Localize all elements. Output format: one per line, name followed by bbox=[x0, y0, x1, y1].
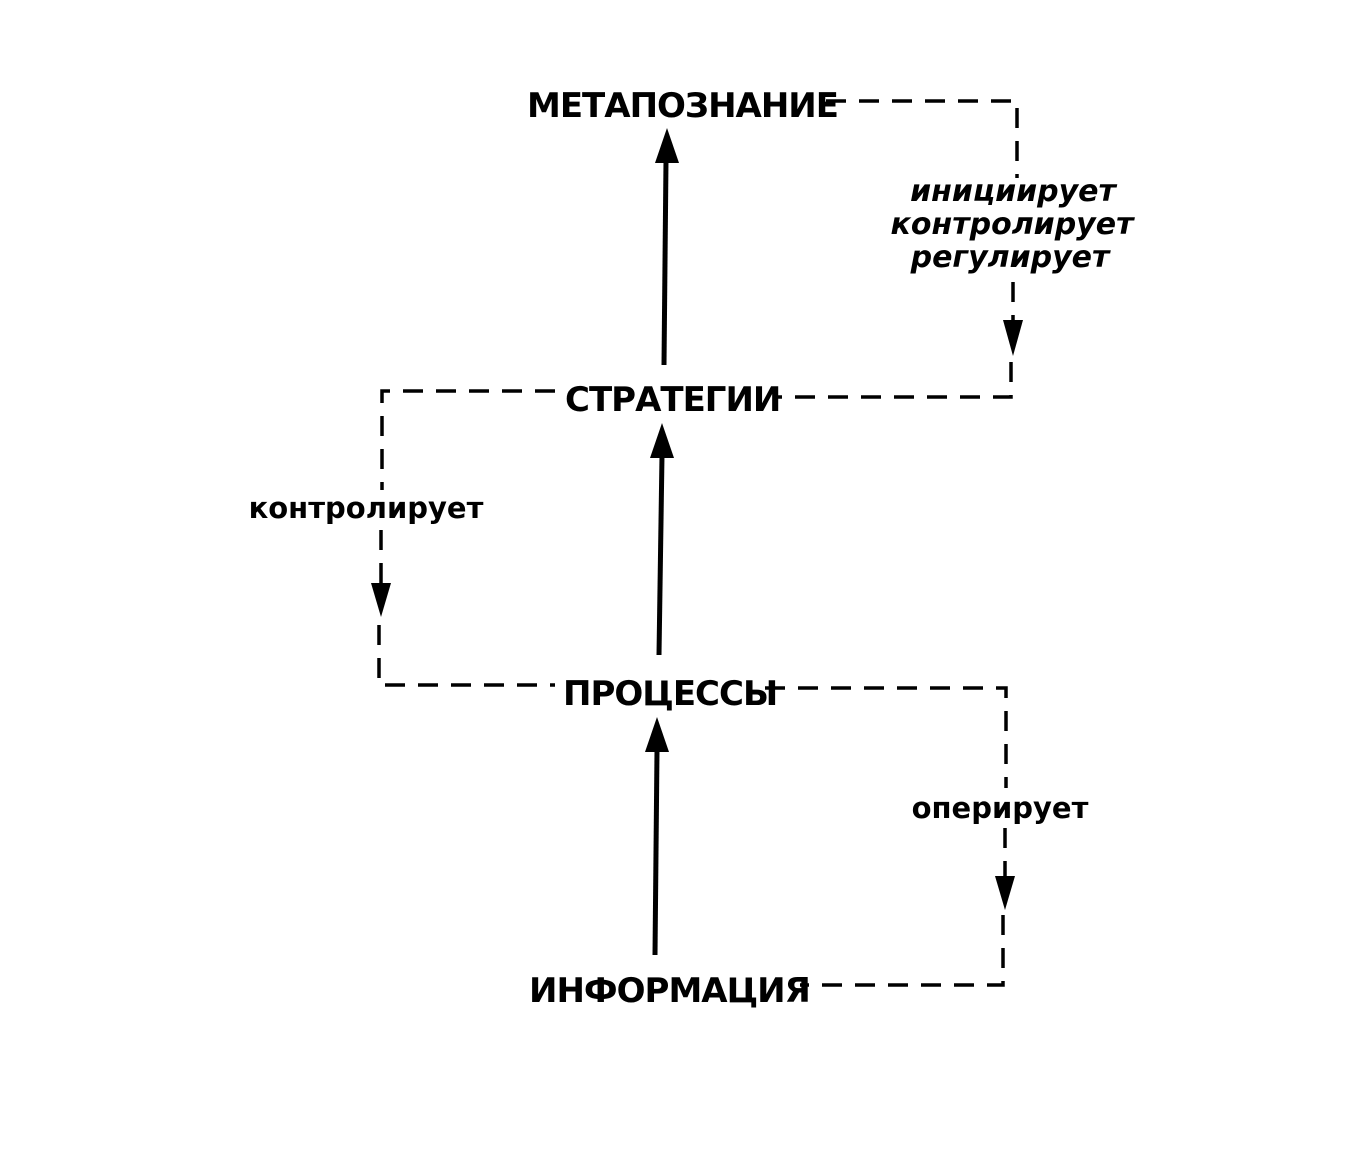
arrow-processes-to-strategies bbox=[650, 423, 674, 656]
dashed-connector-metacognition-strategies bbox=[776, 99, 1023, 399]
node-strategies: СТРАТЕГИИ bbox=[565, 380, 780, 420]
node-metacognition: МЕТАПОЗНАНИЕ bbox=[527, 86, 838, 126]
edge-label-regulates: регулирует bbox=[910, 240, 1111, 275]
node-processes: ПРОЦЕССЫ bbox=[563, 674, 777, 714]
arrow-strategies-to-metacognition bbox=[655, 128, 679, 366]
arrow-information-to-processes bbox=[645, 717, 669, 956]
edge-label-controls-top: контролирует bbox=[891, 207, 1136, 242]
dashed-connector-processes-information bbox=[765, 686, 1015, 987]
node-information: ИНФОРМАЦИЯ bbox=[529, 971, 810, 1011]
dashed-connector-strategies-processes bbox=[371, 389, 555, 687]
edge-label-initiates: инициирует bbox=[910, 174, 1117, 209]
edge-label-operates: оперирует bbox=[912, 791, 1089, 825]
edge-label-controls-left: контролирует bbox=[249, 491, 484, 525]
